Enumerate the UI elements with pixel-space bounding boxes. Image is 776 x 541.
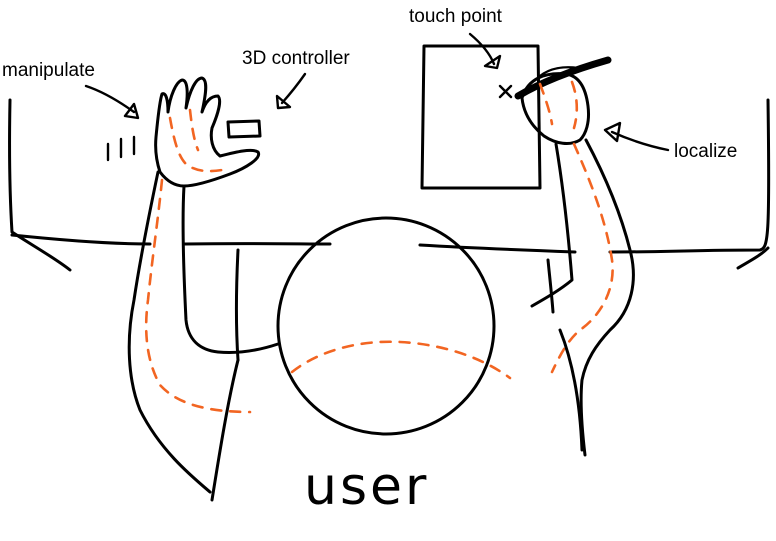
- left-sensing-arm: [144, 178, 252, 414]
- controller-label: 3D controller: [242, 48, 350, 69]
- localize-label: localize: [674, 141, 737, 162]
- left-arm: [127, 76, 280, 494]
- head: [276, 216, 496, 436]
- chair-left-post: [235, 248, 240, 362]
- touch-point-label: touch point: [409, 6, 503, 27]
- controller-3d: [226, 72, 307, 139]
- desk-back-edge-left: [10, 233, 152, 246]
- right-hand-outline: [520, 72, 590, 145]
- torso-left: [210, 358, 240, 502]
- right-arm-inner: [530, 142, 574, 308]
- left-arm-inner: [181, 184, 280, 354]
- right-sensing-hand: [538, 80, 579, 130]
- controller-body: [226, 119, 262, 139]
- desk-back-edge-right: [418, 243, 577, 254]
- pen-body: [514, 56, 612, 100]
- motion-lines-icon: [106, 135, 136, 162]
- user-body: [210, 216, 584, 502]
- user-label: user: [304, 457, 429, 517]
- pen: [514, 56, 612, 100]
- desk-back-edge-far: [608, 98, 771, 254]
- left-hand-outline: [154, 76, 261, 188]
- desk-left-edge: [8, 98, 72, 272]
- localize-arrow-icon: [603, 121, 670, 152]
- chair: [235, 248, 555, 362]
- touch-point-mark: [498, 84, 513, 99]
- controller-arrow-icon: [275, 72, 307, 110]
- pen-cap: [538, 66, 580, 78]
- manipulate-cue: [84, 84, 140, 162]
- shoulder-sensing-line: [290, 340, 512, 380]
- right-arm: [520, 72, 635, 457]
- touch-point-arrow-icon: [468, 32, 502, 70]
- paper-sheet: [420, 44, 542, 190]
- torso-right: [558, 328, 584, 452]
- desk: [8, 98, 771, 272]
- right-arm-outer: [579, 138, 635, 457]
- manipulate-label: manipulate: [2, 60, 95, 81]
- left-arm-outer: [127, 170, 212, 494]
- desk-corner-right: [736, 246, 770, 270]
- chair-right-post: [546, 258, 555, 314]
- manipulate-arrow-icon: [84, 84, 140, 120]
- touch-surface: [420, 32, 542, 190]
- left-sensing-hand: [168, 108, 224, 173]
